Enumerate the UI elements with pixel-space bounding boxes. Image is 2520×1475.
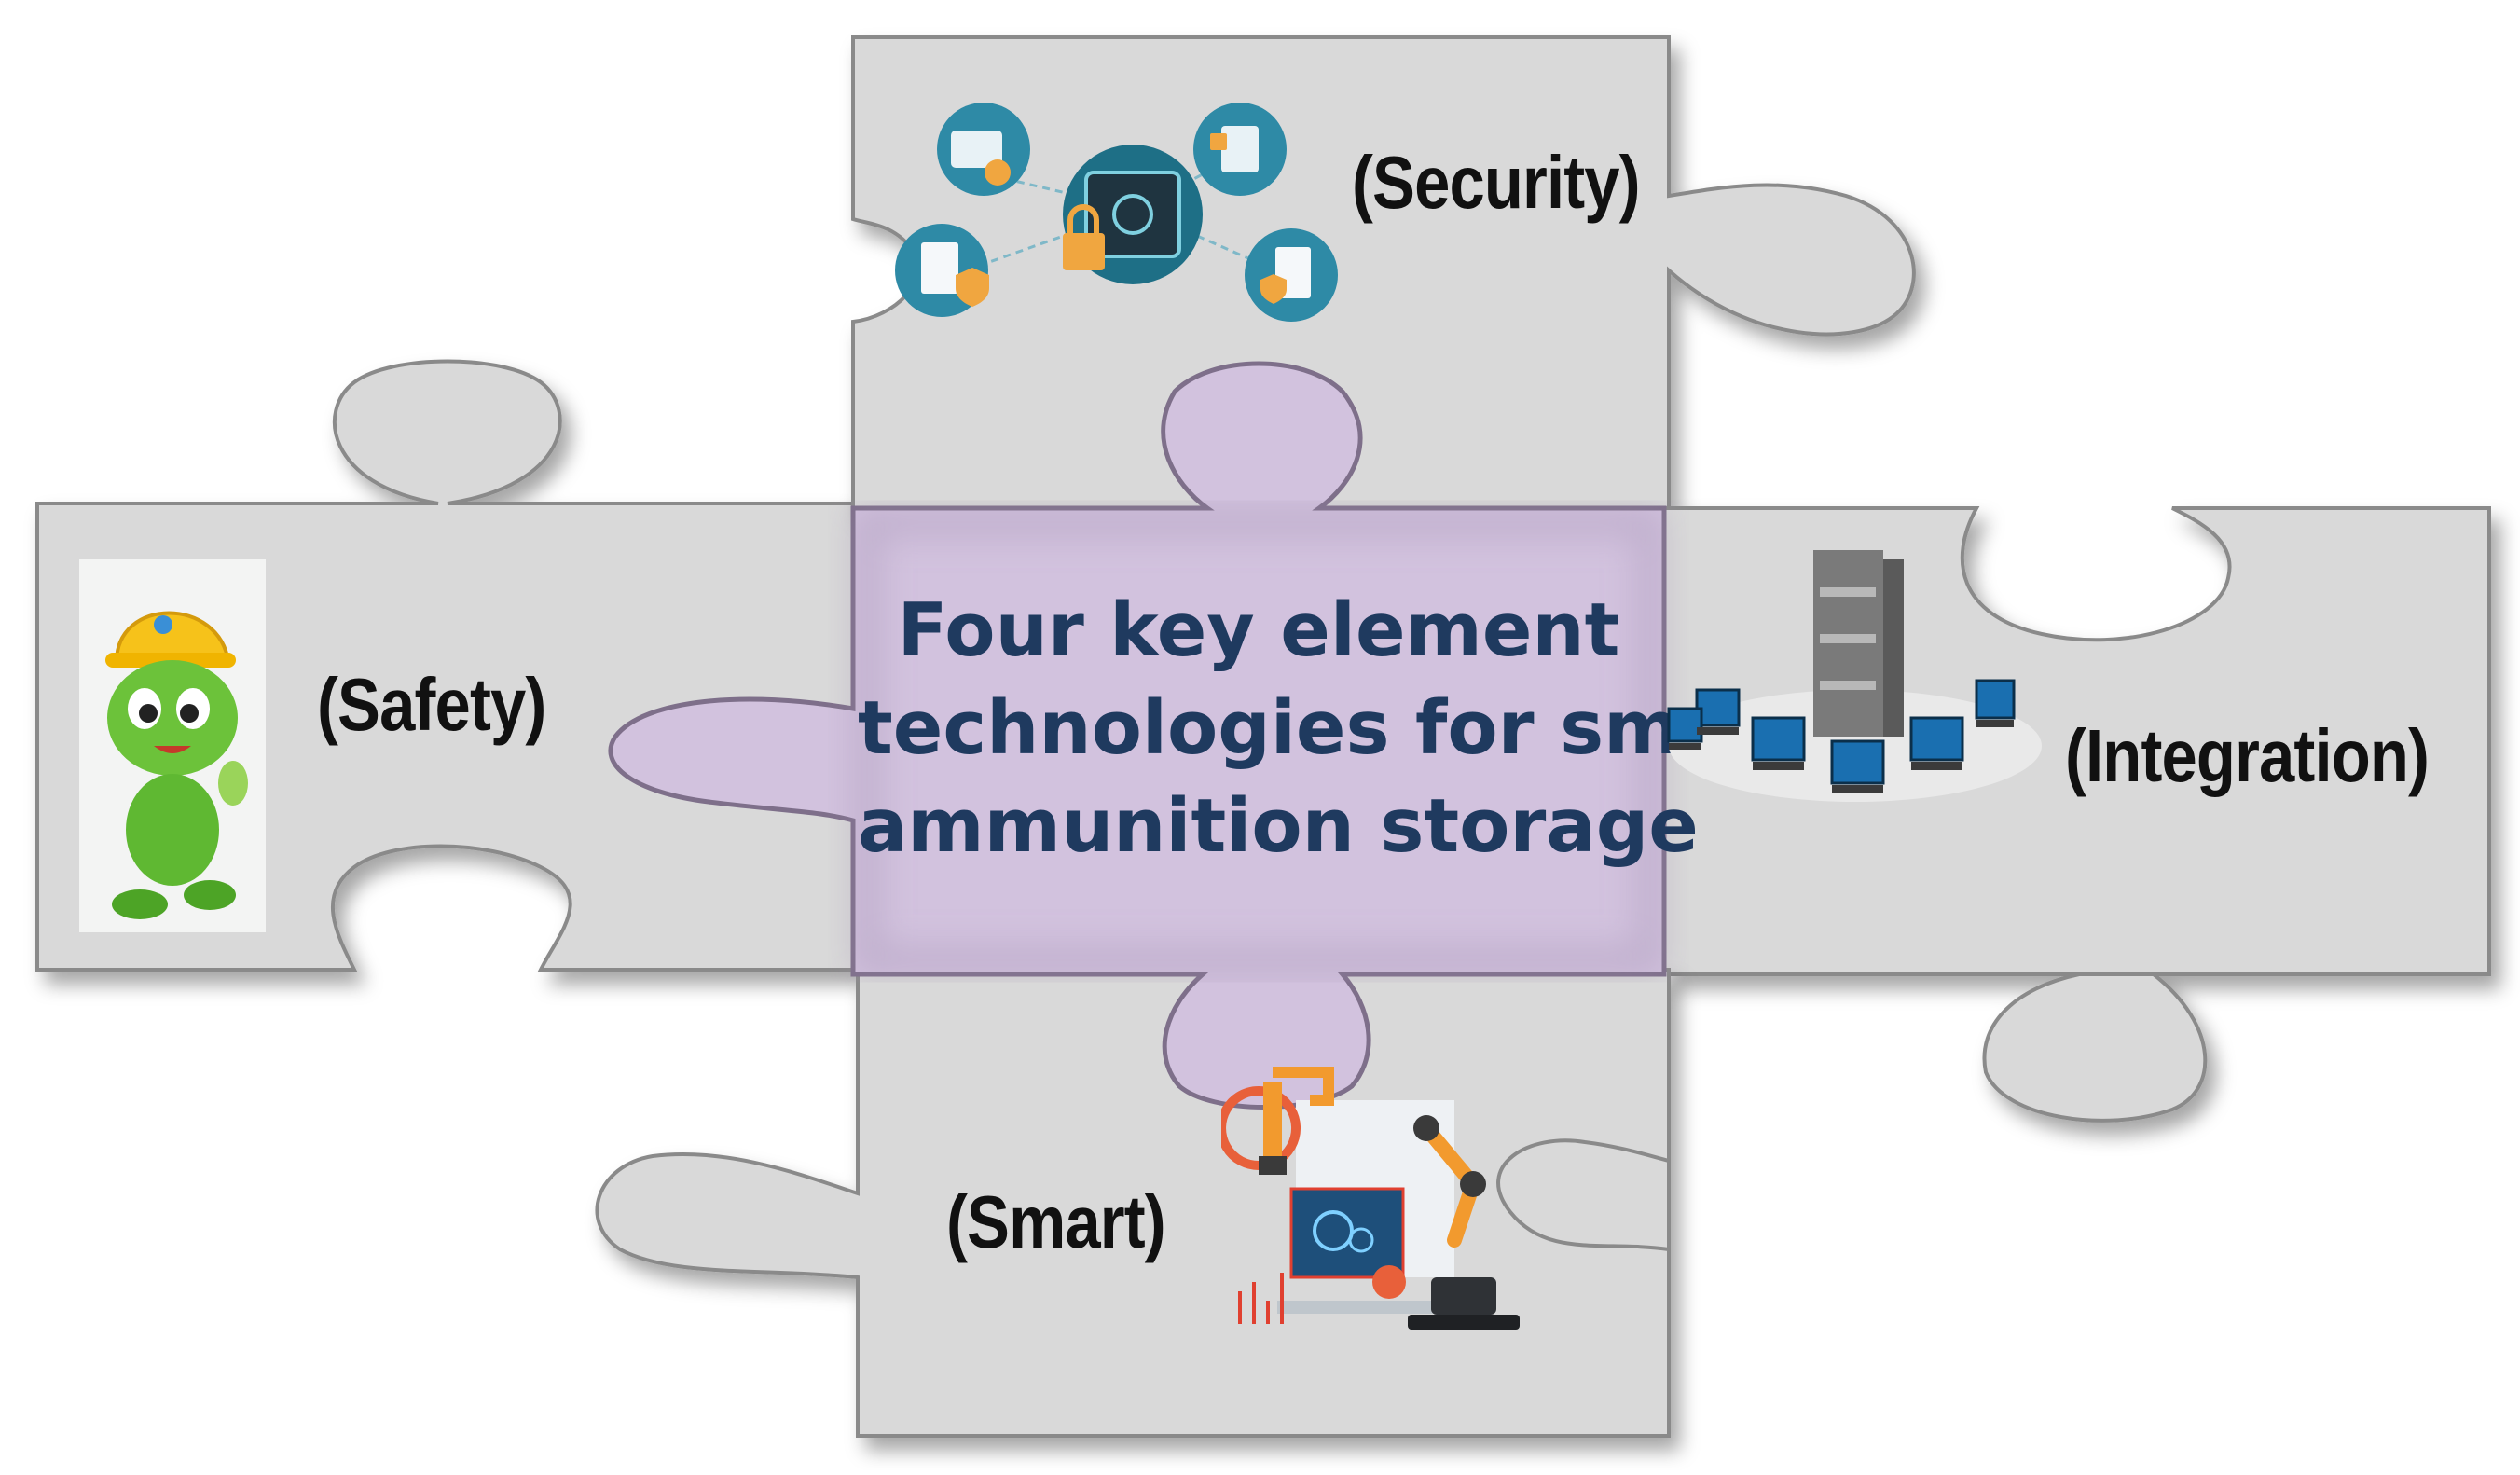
center-piece-shading (853, 508, 1664, 974)
integration-label: (Integration) (2065, 714, 2430, 797)
safety-mascot-helmet-icon (79, 559, 266, 932)
safety-label: (Safety) (317, 663, 546, 746)
security-lock-network-icon (895, 103, 1338, 322)
center-title-line-2: technologies for smart (858, 685, 1802, 771)
smart-label: (Smart) (946, 1180, 1166, 1263)
center-title: Four key element technologies for smart … (858, 587, 1802, 886)
robot-arm-factory-icon (1221, 1067, 1520, 1330)
center-title-line-3: ammunition storage (858, 783, 1699, 869)
server-network-computers-icon (1667, 550, 2042, 802)
security-label: (Security) (1352, 141, 1641, 224)
center-title-line-1: Four key element (897, 587, 1620, 673)
smart-puzzle-piece (595, 968, 1671, 1438)
